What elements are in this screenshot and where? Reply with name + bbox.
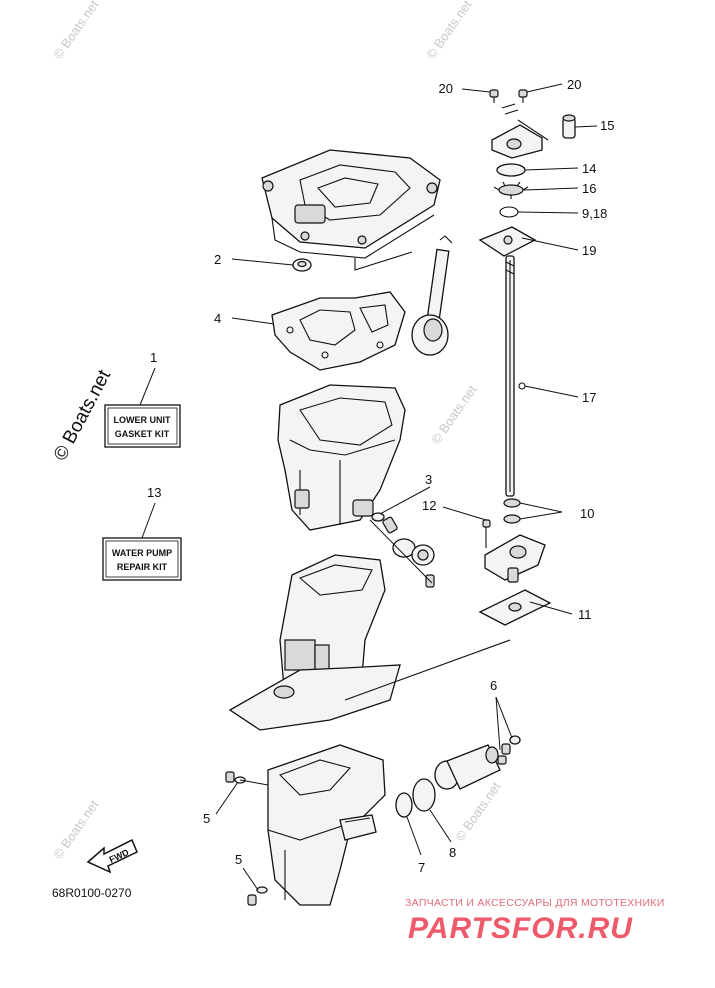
part-17-drive-shaft [505, 255, 526, 497]
gasket-kit-line1: LOWER UNIT [114, 415, 171, 425]
part-11-plate-gasket [478, 589, 552, 626]
pump-kit-line2: REPAIR KIT [117, 562, 168, 572]
lower-unit-housing [267, 744, 386, 906]
part-2-grommet [292, 258, 312, 272]
callout-19: 19 [582, 243, 596, 258]
exhaust-casing [277, 384, 406, 531]
part-3-seal-washer [369, 512, 435, 588]
callout-12: 12 [422, 498, 436, 513]
upper-casing [261, 149, 441, 259]
part-5-bolt-bottom [247, 886, 268, 906]
part-14-liner [496, 163, 526, 177]
water-pump-kit-box: WATER PUMP REPAIR KIT [102, 537, 182, 581]
callout-11: 11 [578, 607, 592, 622]
gasket-kit-box: LOWER UNIT GASKET KIT [104, 404, 181, 448]
upper-casing-lower [228, 554, 401, 731]
leader-lines [139, 83, 598, 891]
part-5-bolt-top [225, 771, 269, 786]
prop-shaft-housing [434, 735, 521, 790]
part-16-impeller [493, 181, 529, 199]
callout-4: 4 [214, 311, 221, 326]
brand-logo: PARTSFOR.RU [408, 912, 633, 945]
callout-2: 2 [214, 252, 221, 267]
callout-9-18: 9,18 [582, 206, 607, 221]
shift-rod-assembly [411, 235, 453, 356]
part-12-bolt [482, 519, 491, 548]
part-15-sleeve [562, 114, 576, 139]
water-pump-housing [484, 534, 546, 583]
callout-5: 5 [235, 852, 242, 867]
pump-kit-line1: WATER PUMP [112, 548, 172, 558]
part-20-bolts [489, 89, 528, 115]
part-4-gasket [271, 291, 406, 371]
assembly-line [354, 251, 413, 271]
diagram-code: 68R0100-0270 [52, 886, 132, 900]
callout-7: 7 [418, 860, 425, 875]
callout-14: 14 [582, 161, 596, 176]
callout-1: 1 [150, 350, 157, 365]
callout-15: 15 [600, 118, 614, 133]
callout-6: 6 [490, 678, 497, 693]
callout-3: 3 [425, 472, 432, 487]
pump-cover [491, 119, 549, 159]
part-19-plate [478, 226, 537, 257]
part-7-o-ring [395, 792, 413, 818]
part-8-o-ring [412, 778, 436, 812]
callout-10: 10 [580, 506, 594, 521]
brand-tagline: ЗАПЧАСТИ И АКСЕССУАРЫ ДЛЯ МОТОТЕХНИКИ [405, 897, 665, 909]
assembly-line [344, 639, 511, 701]
callout-20: 20 [439, 81, 453, 96]
callout-17: 17 [582, 390, 596, 405]
callout-numbers: 20 20 15 14 16 9,18 19 17 10 12 11 2 4 3… [147, 77, 614, 875]
callout-16: 16 [582, 181, 596, 196]
callout-5: 5 [203, 811, 210, 826]
callout-20: 20 [567, 77, 581, 92]
callout-8: 8 [449, 845, 456, 860]
gasket-kit-line2: GASKET KIT [115, 429, 170, 439]
callout-13: 13 [147, 485, 161, 500]
